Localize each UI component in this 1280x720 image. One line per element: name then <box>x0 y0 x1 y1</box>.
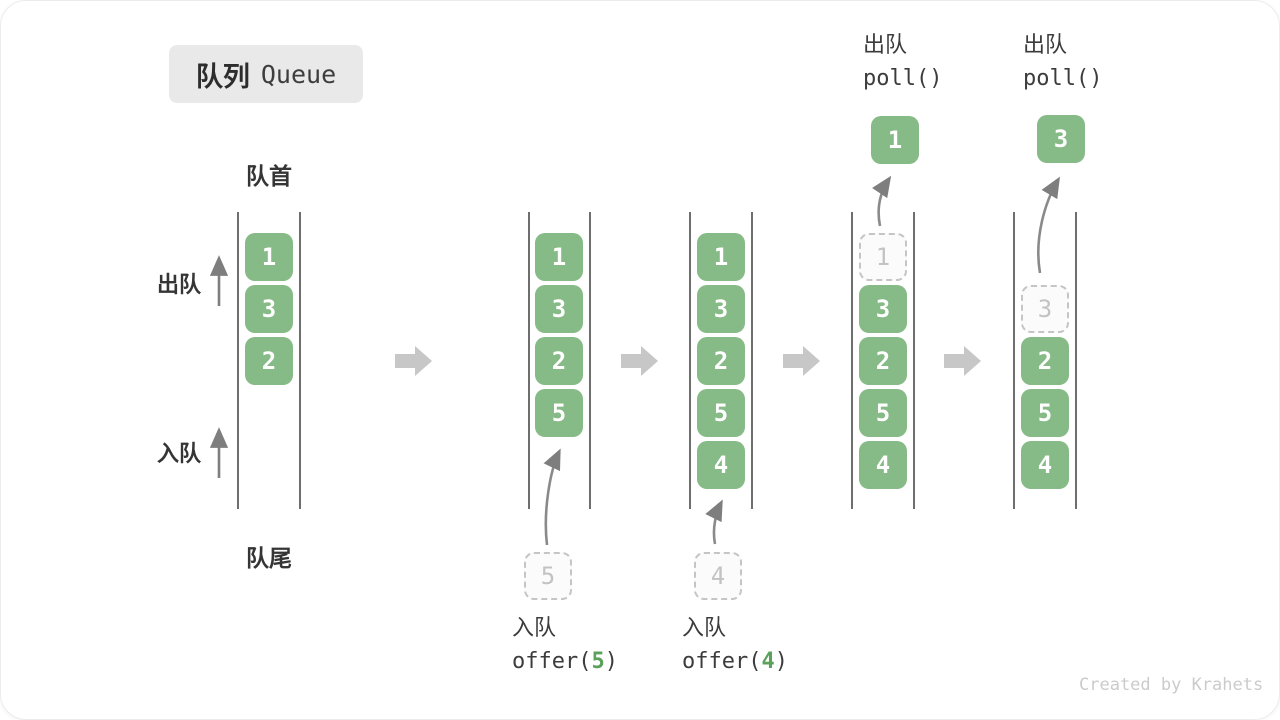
polled-item: 3 <box>1037 115 1085 163</box>
dequeue-operation-label: 出队 poll() <box>863 29 942 97</box>
dequeue-arrow-icon <box>1037 176 1060 274</box>
queue-item: 1 <box>697 233 745 281</box>
operation-action: 入队 <box>682 615 727 640</box>
queue-item: 2 <box>1021 337 1069 385</box>
code-close: ) <box>774 649 788 674</box>
queue-container-lines <box>237 212 1077 509</box>
title-box: 队列 Queue <box>169 45 363 103</box>
title-zh: 队列 <box>195 61 250 92</box>
queue-item: 2 <box>535 337 583 385</box>
code-fn: offer( <box>512 649 592 674</box>
enqueue-arrow-icon <box>543 448 561 546</box>
queue-item: 3 <box>859 285 907 333</box>
queue-rear-label: 队尾 <box>246 545 292 571</box>
operation-code: poll() <box>863 66 943 91</box>
queue-item: 5 <box>535 389 583 437</box>
queue-item: 4 <box>697 441 745 489</box>
watermark: Created by Krahets <box>1079 675 1264 695</box>
title-en: Queue <box>260 59 337 89</box>
queue-item: 3 <box>245 285 293 333</box>
enqueue-arrow-icon <box>705 499 723 545</box>
queue-item: 1 <box>535 233 583 281</box>
code-arg: 5 <box>591 649 605 674</box>
queue-item: 2 <box>859 337 907 385</box>
operation-action: 入队 <box>512 615 557 640</box>
operation-code: poll() <box>1023 66 1103 91</box>
queue-item: 1 <box>245 233 293 281</box>
removed-item: 3 <box>1021 285 1069 333</box>
code-close: ) <box>604 649 618 674</box>
code-fn: offer( <box>682 649 762 674</box>
enqueue-operation-label: 入队 offer(4) <box>682 612 788 680</box>
queue-item: 4 <box>859 441 907 489</box>
dequeue-arrow-icon <box>872 175 892 227</box>
operation-code: offer(5) <box>512 644 618 680</box>
enqueue-operation-label: 入队 offer(5) <box>512 612 618 680</box>
operation-code: offer(4) <box>682 644 788 680</box>
dequeue-side-label: 出队 <box>156 272 201 297</box>
polled-item: 1 <box>871 116 919 164</box>
dequeue-operation-label: 出队 poll() <box>1023 29 1102 97</box>
queue-item: 4 <box>1021 441 1069 489</box>
queue-item: 3 <box>697 285 745 333</box>
queue-front-label: 队首 <box>246 163 292 189</box>
removed-item: 1 <box>859 233 907 281</box>
operation-action: 出队 <box>863 32 908 57</box>
queue-item: 5 <box>1021 389 1069 437</box>
staged-item: 5 <box>524 552 572 600</box>
queue-item: 5 <box>859 389 907 437</box>
staged-item: 4 <box>694 552 742 600</box>
operation-action: 出队 <box>1023 32 1068 57</box>
queue-item: 5 <box>697 389 745 437</box>
code-arg: 4 <box>761 649 775 674</box>
queue-item: 2 <box>697 337 745 385</box>
queue-item: 3 <box>535 285 583 333</box>
enqueue-side-label: 入队 <box>156 441 201 466</box>
queue-item: 2 <box>245 337 293 385</box>
